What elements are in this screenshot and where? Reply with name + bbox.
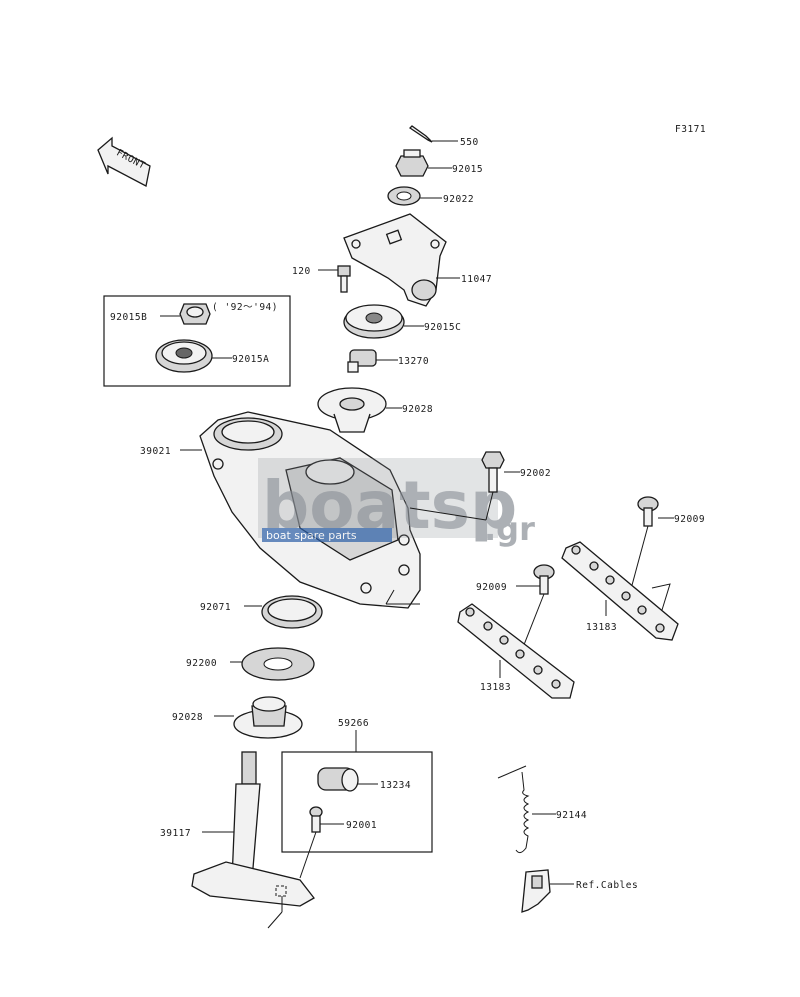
steering-shaft-39117 bbox=[191, 751, 315, 929]
watermark-suffix: .gr bbox=[484, 510, 535, 548]
watermark-logo: boatsp .gr boat spare parts bbox=[258, 458, 535, 548]
watermark-tagline: boat spare parts bbox=[266, 529, 357, 542]
label-13183-mid: 13183 bbox=[480, 682, 511, 693]
label-92015: 92015 bbox=[452, 164, 483, 175]
front-arrow-icon: FRONT bbox=[97, 136, 151, 187]
bushing-92028-bottom bbox=[214, 696, 303, 739]
label-92001: 92001 bbox=[346, 820, 377, 831]
plate-13183-mid bbox=[457, 603, 575, 699]
label-39021: 39021 bbox=[140, 446, 171, 457]
inset-years: ( '92～'94) bbox=[212, 302, 278, 313]
inset-box-59266 bbox=[281, 751, 433, 853]
nut-92015A bbox=[155, 339, 232, 373]
seal-92071 bbox=[244, 595, 323, 629]
label-13270: 13270 bbox=[398, 356, 429, 367]
label-59266: 59266 bbox=[338, 718, 369, 729]
washer-92200 bbox=[230, 647, 315, 681]
label-92071: 92071 bbox=[200, 602, 231, 613]
bolt-92002 bbox=[409, 451, 520, 521]
inset-box-variant bbox=[103, 295, 291, 387]
label-120: 120 bbox=[292, 266, 311, 277]
label-11047: 11047 bbox=[461, 274, 492, 285]
label-92028-top: 92028 bbox=[402, 404, 433, 415]
screw-92009-right bbox=[627, 496, 674, 601]
nut-92015B bbox=[160, 303, 211, 325]
label-550: 550 bbox=[460, 137, 479, 148]
bolt-92001 bbox=[299, 806, 344, 879]
label-92028-bottom: 92028 bbox=[172, 712, 203, 723]
washer-92022 bbox=[387, 186, 442, 206]
label-92015C: 92015C bbox=[424, 322, 461, 333]
label-ref-cables: Ref.Cables bbox=[576, 880, 638, 891]
cap-13234 bbox=[317, 767, 378, 792]
label-92015A: 92015A bbox=[232, 354, 269, 365]
label-13234: 13234 bbox=[380, 780, 411, 791]
label-92002: 92002 bbox=[520, 468, 551, 479]
label-13183-right: 13183 bbox=[586, 622, 617, 633]
figure-code: F3171 bbox=[675, 124, 706, 135]
screw-92009-mid bbox=[516, 564, 555, 661]
ref-line-housing-2 bbox=[385, 589, 395, 605]
bolt-120 bbox=[318, 265, 351, 293]
label-92144: 92144 bbox=[556, 810, 587, 821]
label-92009-right: 92009 bbox=[674, 514, 705, 525]
plate-13183-right bbox=[561, 541, 679, 641]
label-92015B: 92015B bbox=[110, 312, 147, 323]
spring-92144 bbox=[497, 765, 556, 854]
castle-nut-92015 bbox=[395, 149, 452, 177]
label-39117: 39117 bbox=[160, 828, 191, 839]
label-92200: 92200 bbox=[186, 658, 217, 669]
label-92009-mid: 92009 bbox=[476, 582, 507, 593]
bracket-11047 bbox=[343, 213, 460, 307]
label-92022: 92022 bbox=[443, 194, 474, 205]
bushing-92028-top bbox=[317, 387, 402, 433]
cotter-pin-550 bbox=[408, 125, 458, 143]
clip-13270 bbox=[347, 349, 398, 373]
cable-clip-ref bbox=[521, 869, 574, 913]
nut-92015C bbox=[343, 304, 424, 339]
